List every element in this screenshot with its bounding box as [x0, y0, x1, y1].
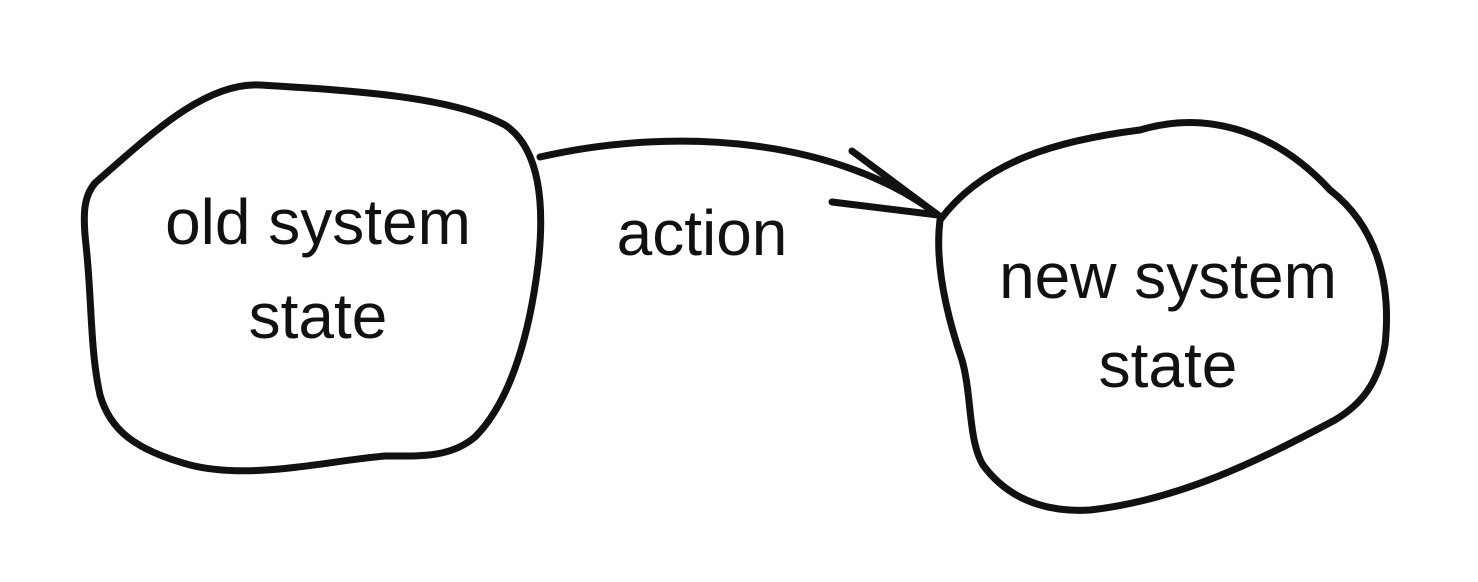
edge-action: action	[536, 137, 942, 269]
new-state-label-line2: state	[1099, 329, 1238, 401]
old-state-label-line2: state	[249, 280, 388, 352]
new-state-label-line1: new system	[999, 240, 1337, 312]
node-old-system-state: old system state	[80, 81, 545, 475]
new-state-blob	[935, 119, 1391, 514]
old-state-blob	[80, 81, 545, 475]
arrowhead-icon	[828, 147, 942, 219]
old-state-label-line1: old system	[165, 186, 471, 258]
node-new-system-state: new system state	[935, 119, 1391, 514]
edge-label: action	[617, 197, 788, 269]
transition-arrow-curve	[536, 137, 942, 219]
